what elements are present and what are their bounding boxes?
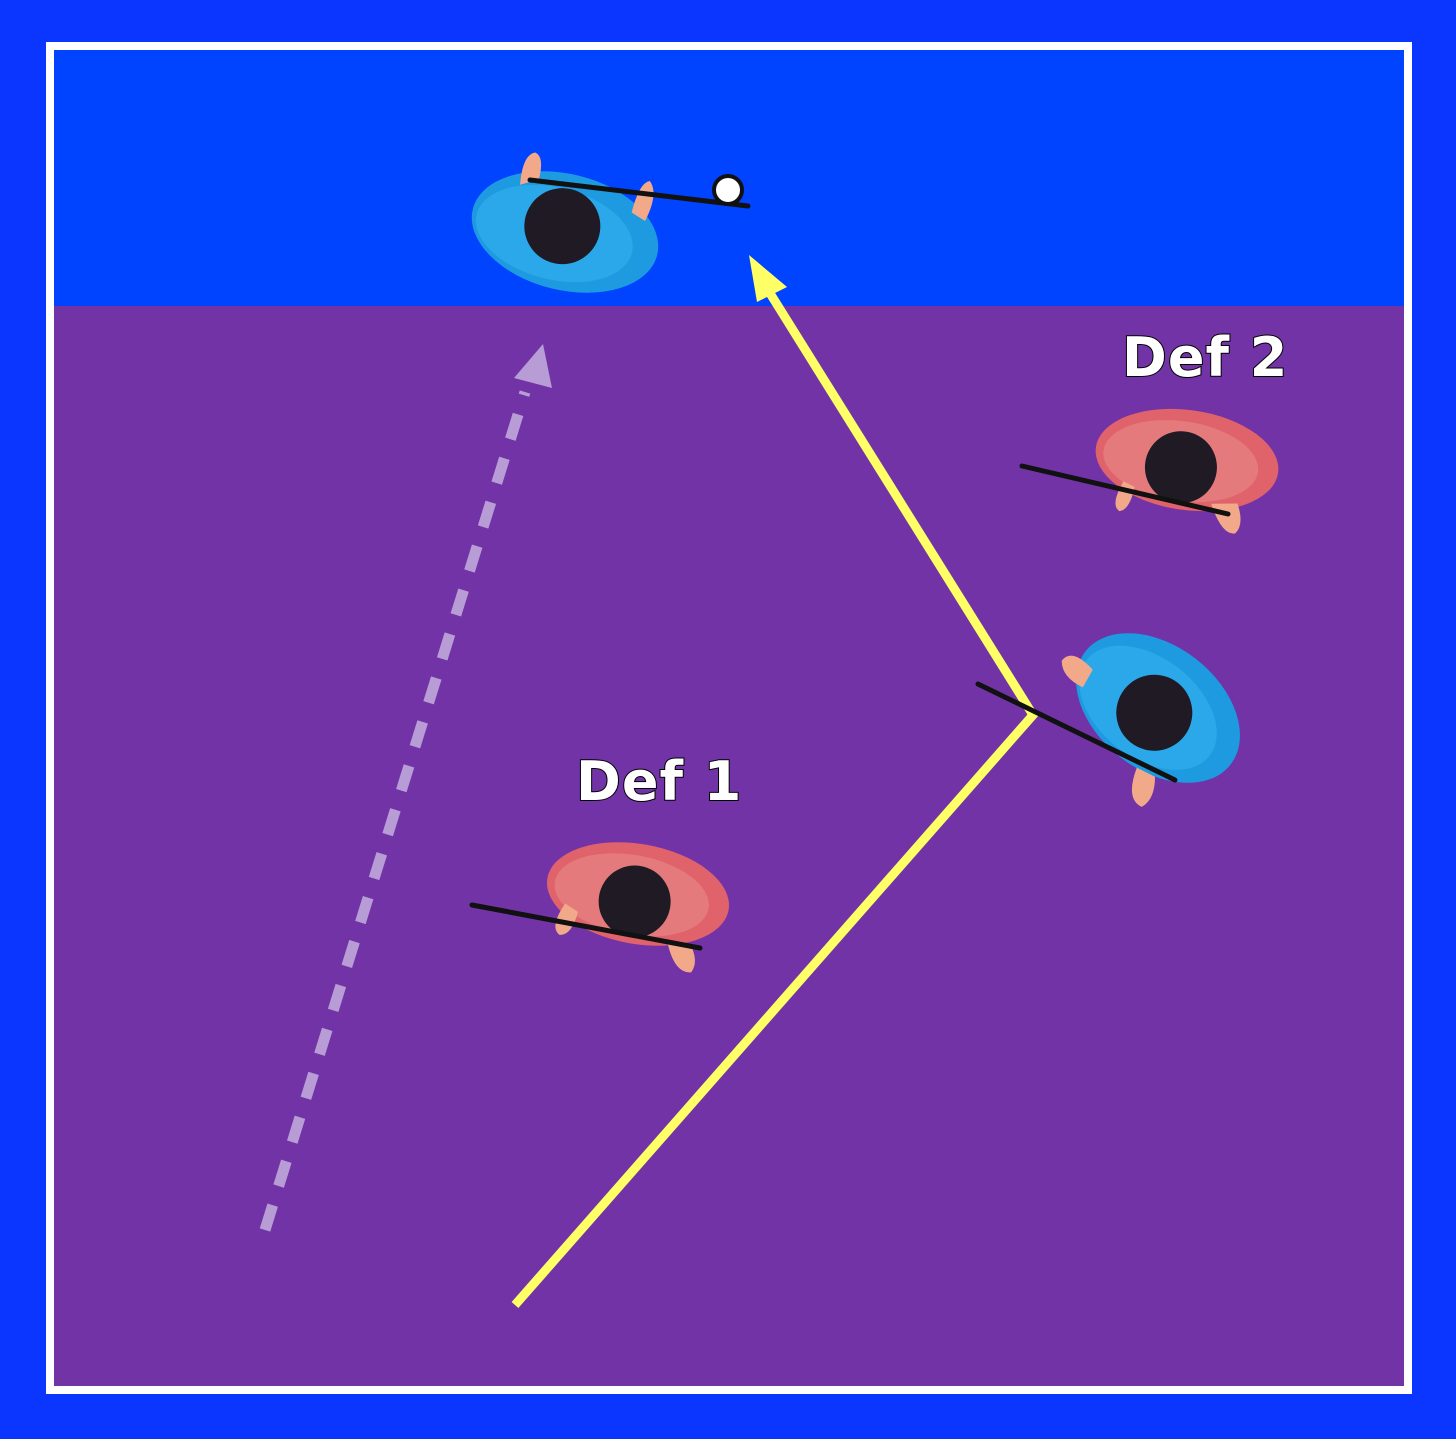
field-boundary-line [46,42,1412,1394]
run-line-arrowhead [514,344,552,388]
defender-1-stick [469,902,703,951]
pass-line [511,255,1039,1308]
attacker-right [1061,633,1240,807]
attacker-right-stick [975,681,1178,783]
attacker-stick [527,177,751,209]
run-line [259,344,552,1232]
pass-line-arrowhead [749,255,787,302]
defender-2 [1095,408,1279,534]
ball [712,174,744,206]
defender-1 [546,842,730,973]
defender-2-stick [1019,463,1231,517]
attacker-with-ball [471,152,659,293]
def-2-label: Def 2 [1122,326,1288,389]
def-1-label: Def 1 [576,750,742,813]
